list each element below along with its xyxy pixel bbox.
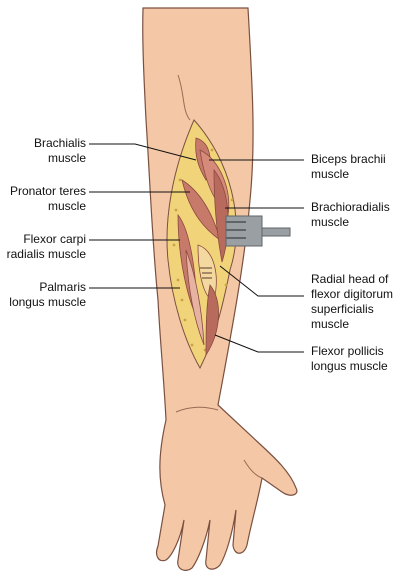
label-radial-head-fds: Radial head of flexor digitorum superfic… xyxy=(311,272,394,331)
brachioradialis-shape xyxy=(213,168,229,263)
label-brachialis: Brachialis muscle xyxy=(33,136,86,165)
suture-mark xyxy=(200,267,212,279)
leader-lines xyxy=(89,143,304,353)
retractor xyxy=(225,215,291,247)
palmaris-longus-shape xyxy=(185,249,205,346)
label-biceps-brachii: Biceps brachii muscle xyxy=(311,152,386,181)
wrist-crease xyxy=(175,406,219,413)
label-flexor-pollicis-longus: Flexor pollicis longus muscle xyxy=(311,344,388,373)
label-brachioradialis: Brachioradialis muscle xyxy=(311,200,390,229)
label-flexor-carpi-radialis: Flexor carpi radialis muscle xyxy=(6,232,86,261)
label-pronator-teres: Pronator teres muscle xyxy=(9,184,86,213)
flexor-pollicis-longus-shape xyxy=(205,284,219,357)
elbow-crease xyxy=(177,74,191,121)
leader-flexor-pollicis-longus xyxy=(214,334,304,353)
label-palmaris-longus: Palmaris longus muscle xyxy=(9,280,86,309)
thumb-crease xyxy=(243,459,263,479)
leader-radial-head-fds xyxy=(219,265,304,297)
leader-brachialis xyxy=(89,143,197,161)
